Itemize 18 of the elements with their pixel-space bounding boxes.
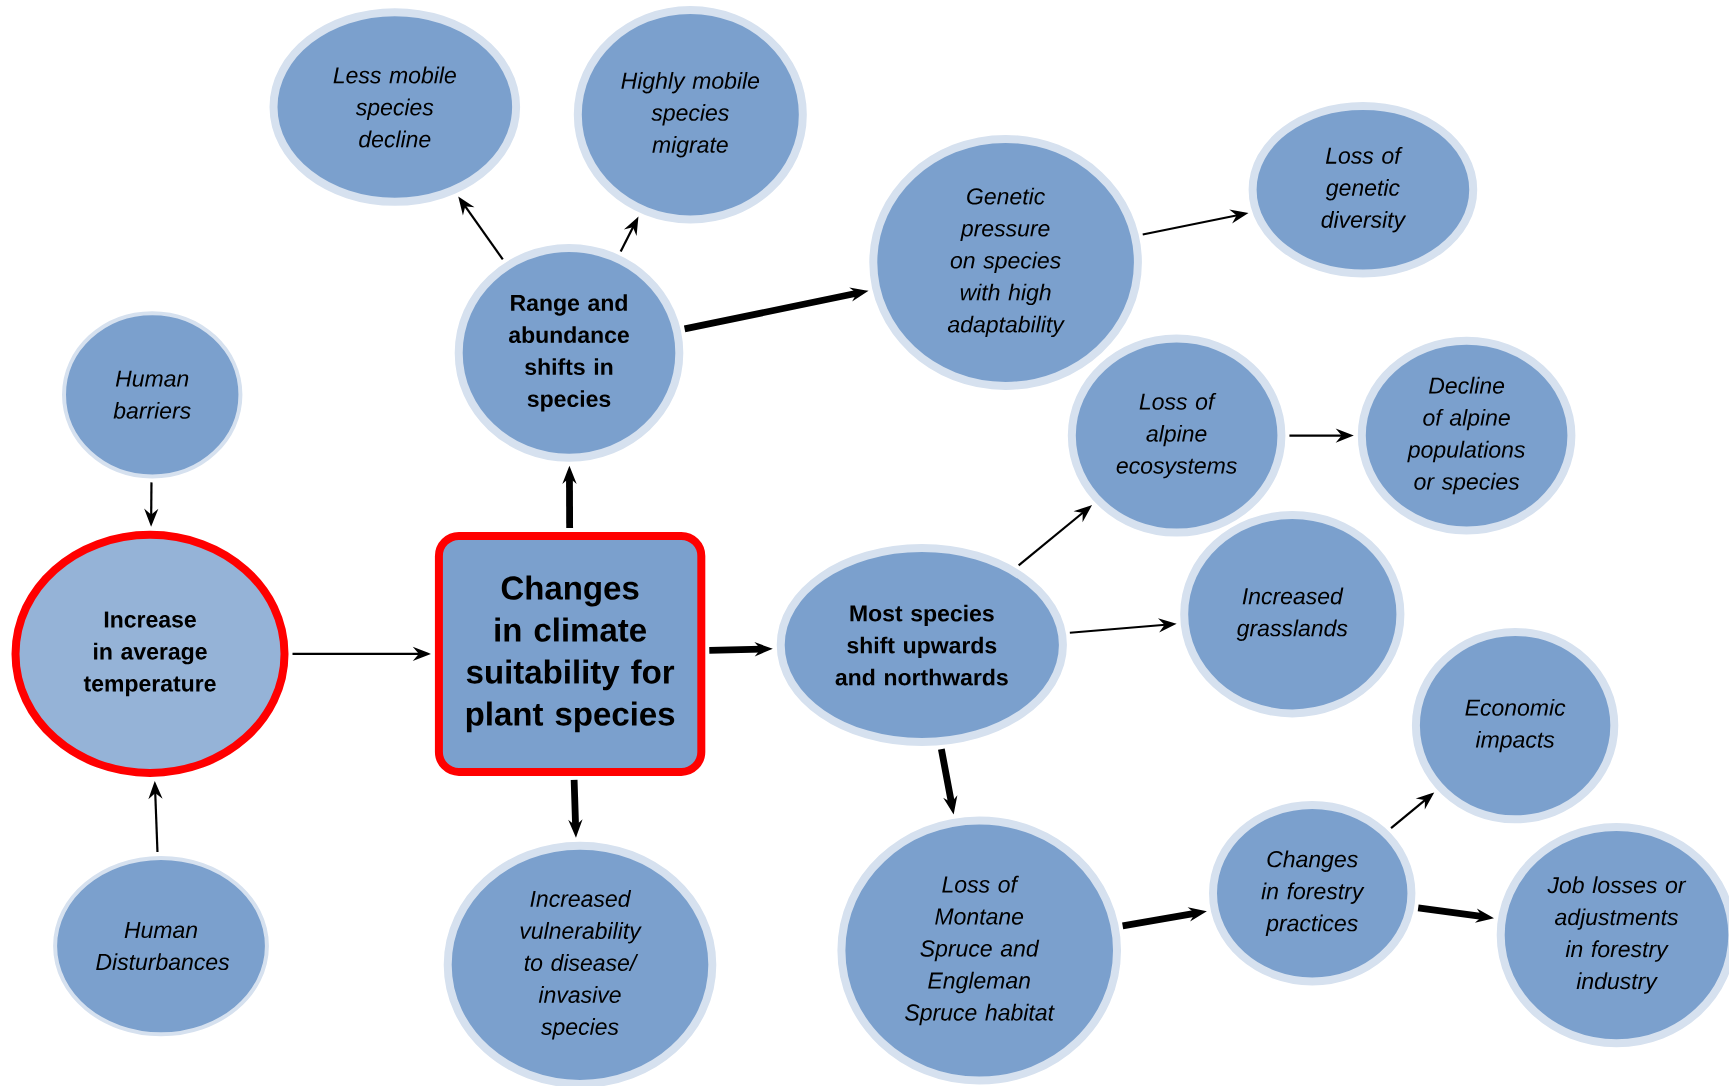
- ellipse-node: Changes in forestry practices: [1209, 801, 1416, 986]
- ellipse-node: Increase in average temperature: [11, 530, 289, 777]
- ellipse-node: Range and abundance shifts in species: [454, 244, 684, 462]
- ellipse-node: Highly mobile species migrate: [573, 5, 807, 224]
- ellipse-node: Economic impacts: [1411, 627, 1619, 824]
- ellipse-node: Human Disturbances: [53, 855, 269, 1037]
- ellipse-node: Less mobile species decline: [269, 8, 521, 206]
- ellipse-node: Loss of genetic diversity: [1248, 101, 1478, 278]
- ellipse-node: Human barriers: [62, 311, 243, 479]
- ellipse-node: Genetic pressure on species with high adaptability: [869, 134, 1142, 390]
- ellipse-node: Increased vulnerability to disease/ invasive species: [443, 841, 717, 1086]
- ellipse-node: Most species shift upwards and northwards: [776, 544, 1067, 747]
- ellipse-node: Increased grasslands: [1180, 511, 1405, 718]
- ellipse-node: Loss of Montane Spruce and Engleman Spruce habitat: [837, 816, 1121, 1085]
- ellipse-node: Decline of alpine populations or species: [1357, 336, 1576, 535]
- ellipse-node: Loss of alpine ecosystems: [1067, 334, 1286, 537]
- central-box: Changes in climate suitability for plant species: [434, 531, 706, 776]
- ellipse-node: Job losses or adjustments in forestry industry: [1496, 823, 1729, 1048]
